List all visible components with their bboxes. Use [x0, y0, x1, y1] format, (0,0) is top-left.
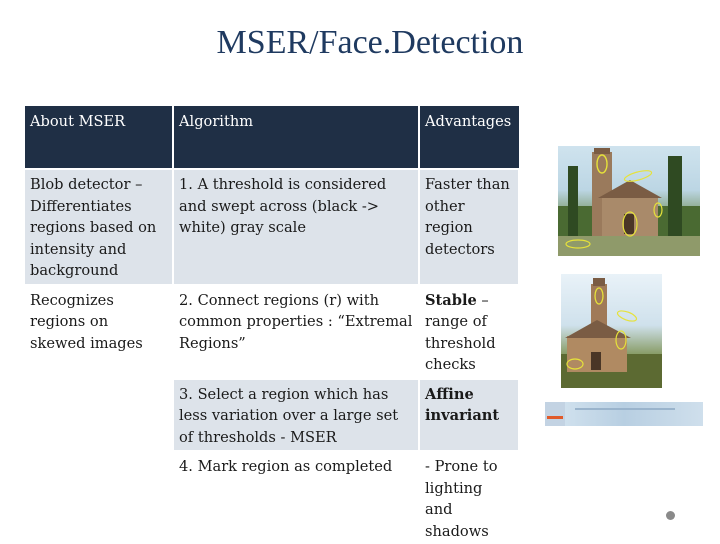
advantage-text: Faster than other region detectors — [425, 176, 510, 258]
photo-strip — [545, 402, 703, 426]
church-illustration-top — [558, 148, 700, 256]
header-advantages: Advantages — [419, 106, 519, 169]
advantage-cell: Stable – range of threshold checks — [418, 283, 520, 379]
algorithm-cell: 1. A threshold is considered and swept a… — [172, 168, 420, 285]
advantage-cell: - Prone to lighting and shadows — [418, 450, 520, 544]
algorithm-cell: 2. Connect regions (r) with common prope… — [172, 283, 420, 379]
header-about: About MSER — [25, 106, 174, 169]
advantage-text: – range of threshold checks — [425, 291, 496, 374]
header-algorithm: Algorithm — [173, 106, 420, 169]
about-cell: Blob detector – Differentiates regions b… — [25, 168, 174, 285]
about-cell — [25, 450, 174, 544]
church-illustration-bottom — [561, 278, 662, 388]
table-header-row: About MSER Algorithm Advantages — [25, 106, 519, 169]
slide-title: MSER/Face.Detection — [216, 24, 524, 61]
about-cell: Recognizes regions on skewed images — [25, 283, 174, 379]
table-row: Recognizes regions on skewed images 2. C… — [25, 283, 520, 379]
table-row: 3. Select a region which has less variat… — [25, 377, 520, 451]
algorithm-cell: 3. Select a region which has less variat… — [172, 377, 420, 451]
advantage-cell: Faster than other region detectors — [418, 168, 520, 285]
advantage-strong: Stable — [425, 291, 477, 309]
slide-dot — [666, 511, 675, 520]
advantage-text: - Prone to lighting and shadows — [425, 458, 498, 540]
strip-illustration — [545, 402, 675, 426]
about-cell — [25, 377, 174, 451]
church-photo-bottom — [561, 274, 662, 388]
algorithm-cell: 4. Mark region as completed — [172, 450, 420, 544]
advantage-cell: Affine invariant — [418, 377, 520, 451]
mser-table: About MSER Algorithm Advantages Blob det… — [25, 106, 520, 544]
table-row: Blob detector – Differentiates regions b… — [25, 168, 520, 285]
church-photo-top — [558, 146, 700, 256]
table-row: 4. Mark region as completed - Prone to l… — [25, 450, 520, 544]
advantage-strong: Affine invariant — [425, 385, 500, 425]
